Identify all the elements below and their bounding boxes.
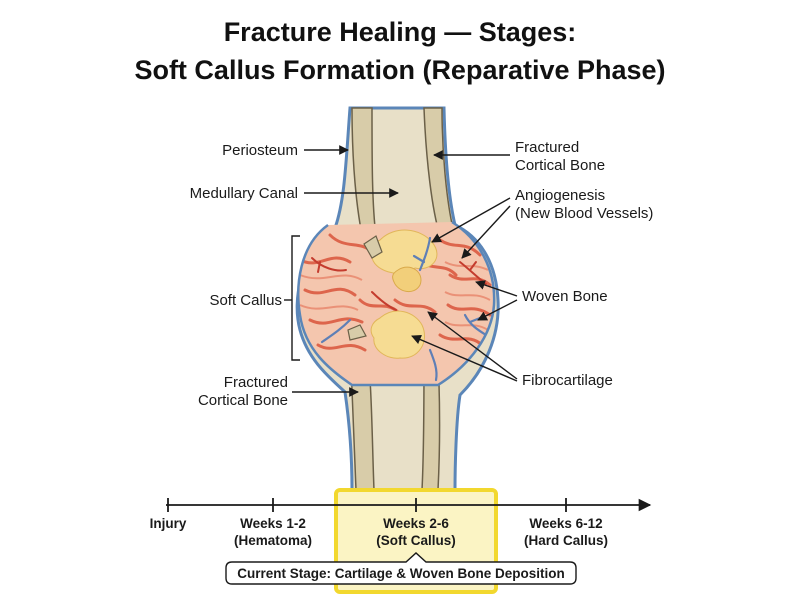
- title-line-2: Soft Callus Formation (Reparative Phase): [134, 55, 666, 85]
- stage-weeks-6-12-sub: (Hard Callus): [524, 533, 608, 548]
- label-medullary-canal: Medullary Canal: [190, 185, 298, 202]
- title-line-1: Fracture Healing — Stages:: [223, 17, 577, 47]
- label-soft-callus: Soft Callus: [209, 292, 282, 309]
- fracture-fragment-lower: [347, 324, 367, 341]
- current-stage-text: Current Stage: Cartilage & Woven Bone De…: [237, 566, 565, 581]
- label-fractured-cortical-left-1: Fractured: [224, 374, 288, 391]
- label-angiogenesis-2: (New Blood Vessels): [515, 205, 653, 222]
- label-fractured-cortical-right-2: Cortical Bone: [515, 157, 605, 174]
- label-woven-bone: Woven Bone: [522, 288, 608, 305]
- fracture-fragment-upper: [363, 235, 383, 259]
- stage-weeks-1-2: Weeks 1-2: [240, 516, 306, 531]
- label-fibrocartilage: Fibrocartilage: [522, 372, 613, 389]
- woven-bone-patch: [392, 266, 422, 293]
- stage-weeks-6-12: Weeks 6-12: [529, 516, 602, 531]
- label-periosteum: Periosteum: [222, 142, 298, 159]
- stage-injury: Injury: [150, 516, 187, 531]
- current-stage-callout: [225, 552, 577, 585]
- stage-weeks-2-6-sub: (Soft Callus): [376, 533, 456, 548]
- label-fractured-cortical-left-2: Cortical Bone: [198, 392, 288, 409]
- soft-callus-bracket: [291, 235, 300, 361]
- cartilage-island-lower: [370, 310, 425, 359]
- stage-weeks-2-6: Weeks 2-6: [383, 516, 449, 531]
- label-angiogenesis-1: Angiogenesis: [515, 187, 605, 204]
- label-fractured-cortical-right-1: Fractured: [515, 139, 579, 156]
- stage-weeks-1-2-sub: (Hematoma): [234, 533, 312, 548]
